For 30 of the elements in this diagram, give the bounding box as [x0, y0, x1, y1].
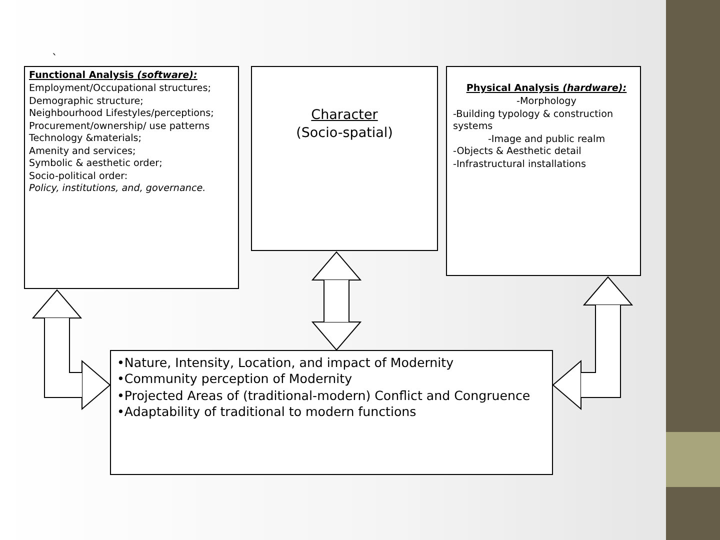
- text-box: [446, 66, 641, 276]
- text-line: -Objects & Aesthetic detail: [453, 146, 582, 159]
- text-box: [251, 66, 438, 251]
- text-line: Amenity and services;: [29, 146, 137, 158]
- text-line: •Projected Areas of (traditional-modern) Conflict and Congruence: [117, 388, 532, 404]
- text-line: Symbolic & aesthetic order;: [29, 158, 164, 171]
- box-heading: Character: [310, 107, 379, 125]
- text-line: Neighbourhood Lifestyles/perceptions;: [29, 108, 215, 121]
- stray-mark: `: [52, 52, 58, 65]
- double-block-arrow: [312, 252, 361, 350]
- text-line: Procurement/ownership/ use patterns: [29, 120, 211, 134]
- text-line: -Infrastructural installations: [453, 158, 587, 172]
- text-line: (Socio-spatial): [295, 124, 394, 142]
- text-line: -Image and public realm: [486, 134, 606, 146]
- text-box: [110, 350, 553, 475]
- text-line: Policy, institutions, and, governance.: [29, 183, 207, 196]
- text-line: Employment/Occupational structures;: [29, 83, 212, 96]
- text-box: [24, 66, 239, 289]
- text-line: •Adaptability of traditional to modern functions: [117, 404, 418, 420]
- box-heading: Functional Analysis (software):: [29, 70, 198, 82]
- text-line: •Community perception of Modernity: [117, 371, 354, 388]
- text-line: Demographic structure;: [29, 96, 144, 108]
- text-line: Technology &materials;: [29, 133, 143, 146]
- text-line: -Morphology: [516, 96, 578, 109]
- text-line: Socio-political order:: [29, 170, 129, 184]
- text-line: -Building typology & construction systems: [453, 108, 614, 134]
- text-line: •Nature, Intensity, Location, and impact of Modernity: [117, 355, 455, 372]
- box-heading: Physical Analysis (hardware):: [465, 83, 628, 96]
- double-block-arrow: [552, 276, 632, 410]
- double-block-arrow: [32, 290, 110, 410]
